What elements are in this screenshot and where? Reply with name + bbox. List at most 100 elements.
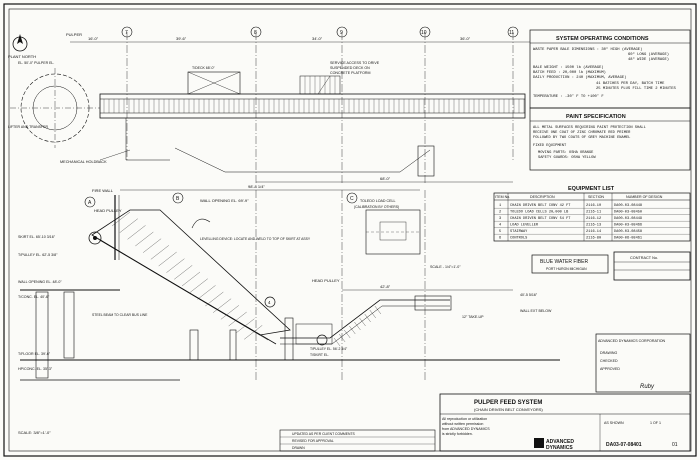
equipment-cell: 2116-80 <box>586 237 601 241</box>
drawing-number: DA03-07-08401 <box>606 442 642 448</box>
wall-opening-label: WALL OPENING EL. 69'-9" <box>200 198 249 203</box>
notice-line: from ADVANCED DYNAMICS <box>442 427 490 431</box>
svg-text:4: 4 <box>268 300 271 305</box>
grid-11: 11 <box>509 30 514 36</box>
take-up-label: 12" TAKE-UP <box>462 315 484 319</box>
equipment-cell: 4 <box>499 224 501 228</box>
pulper-elev-label: EL. 50'-0" PULPER EL. <box>18 61 54 65</box>
head-pulley-label: HEAD PULLEY <box>94 208 122 213</box>
condition-line: WASTE PAPER BALE DIMENSIONS : 30" HIGH (… <box>533 47 642 52</box>
grid-b: B <box>176 196 180 202</box>
plan-conveyor <box>99 93 526 119</box>
revision-number: 01 <box>672 442 678 448</box>
plan-view: PLANT NORTH PULPER EL. 50'-0" PULPER EL.… <box>8 26 530 185</box>
sheet-border <box>3 3 697 457</box>
service-access-label: SERVICE ACCESS TO DRIVE <box>330 61 380 65</box>
equipment-cell: LOAD LEVELLER <box>510 224 539 228</box>
grid-8: 8 <box>254 30 257 36</box>
dim-68: 68'-0" <box>380 176 391 181</box>
tail-drive-plan <box>417 145 435 177</box>
condition-line: TEMPERATURE : -30° F TO +100° F <box>533 94 604 99</box>
grid-7: 7 <box>125 30 128 36</box>
condition-line: BALE WEIGHT : 1500 lb (AVERAGE) <box>533 65 604 70</box>
head-pulley-2-label: HEAD PULLEY <box>312 278 340 283</box>
truss-member <box>364 313 371 323</box>
scale-value: AS SHOWN <box>604 421 624 425</box>
drawing-title: PULPER FEED SYSTEM <box>474 400 542 406</box>
conditions-title: SYSTEM OPERATING CONDITIONS <box>556 36 649 42</box>
equipment-cell: DA00-03-08466 <box>614 224 642 228</box>
grid-bubble-11 <box>507 26 519 38</box>
equipment-cell: 2116-13 <box>586 224 601 228</box>
notice-line: is strictly forbidden. <box>442 432 473 436</box>
equipment-cell: 2 <box>499 211 501 215</box>
stamp-company: ADVANCED DYNAMICS CORPORATION <box>598 339 666 343</box>
truss-member <box>220 305 239 320</box>
truss-member <box>369 309 376 319</box>
condition-line: 41 BATCHES PER DAY, BATCH TIME <box>596 82 665 86</box>
truss-member <box>174 265 193 280</box>
column-support-2 <box>229 329 237 361</box>
tail-pulley-label: T/PULLEY EL. 56'-2 3/4" <box>310 347 348 351</box>
column-support-3 <box>284 317 294 361</box>
truss-member <box>150 245 169 260</box>
pulper-label: PULPER <box>66 32 82 37</box>
sheet-value: 1 OF 1 <box>650 421 661 425</box>
equipment-table <box>493 192 691 242</box>
column-left <box>35 291 49 379</box>
equipment-title: EQUIPMENT LIST <box>568 186 615 192</box>
equipment-cell: 2116-10 <box>586 204 601 208</box>
column-support-1 <box>189 329 199 361</box>
contract-stamp <box>613 251 691 281</box>
customer-box <box>531 254 609 274</box>
approval-block <box>595 333 691 393</box>
paint-line: SAFETY GUARDS: OSHA YELLOW <box>538 156 596 160</box>
equipment-cell: 1 <box>499 204 501 208</box>
north-pointer-icon <box>17 34 23 44</box>
levelling-label: LEVELLING DEVICE: LOCATE AND WELD TO TOP… <box>200 237 311 241</box>
truss-member <box>111 211 131 227</box>
grid-bubble-a <box>84 196 96 208</box>
truss-member <box>236 318 255 333</box>
customer-location: PORT HURON MICHIGAN <box>546 267 587 271</box>
grid-bubble-10 <box>419 26 431 38</box>
customer-name: BLUE WATER FIBER <box>540 259 588 265</box>
grid-bubble-8 <box>250 26 262 38</box>
toledo-label: TOLEDO LOAD CELL <box>360 199 396 203</box>
company-name: ADVANCED <box>546 439 574 445</box>
equipment-cell: 2116-12 <box>586 217 601 221</box>
dim-39: 39'-6" <box>176 36 187 41</box>
grid-c: C <box>350 196 354 202</box>
head-pulley <box>88 231 102 245</box>
paint-box <box>529 107 691 171</box>
equipment-cell: CHAIN DRIVEN BELT CONV 42 FT <box>510 204 571 208</box>
tail-pulley <box>316 334 328 346</box>
equipment-cell: DA00-03-08449 <box>614 217 642 221</box>
truss-member <box>197 285 216 300</box>
revision-line: DRAWN <box>292 446 305 450</box>
scale-note-label: SCALE - 1/4"=1'-0" <box>430 265 461 269</box>
steel-beam-label: STEEL BEAM TO CLEAR BUS LINE <box>92 313 148 317</box>
truss-member <box>228 311 247 327</box>
leveller-callout <box>264 296 276 308</box>
equip-header: DESCRIPTION <box>530 195 555 199</box>
equip-header: SECTION <box>588 195 604 199</box>
revision-line: UPDATED AS PER CLIENT COMMENTS <box>292 432 356 436</box>
scale-bottom-label: SCALE: 3/8"=1'-0" <box>18 430 51 435</box>
dim-36-top: 36'-0" <box>460 36 471 41</box>
company-name-2: DYNAMICS <box>546 445 573 451</box>
truss-member <box>354 321 361 331</box>
upper-conveyor-hatch <box>111 211 263 340</box>
skirt-el-label: SKIRT EL. 65'-10 3/16" <box>18 235 56 239</box>
stamp-line: APPROVED <box>600 367 620 371</box>
fire-wall-label: FIRE WALL <box>92 188 114 193</box>
grid-bubble-9 <box>336 26 348 38</box>
paint-line: RECEIVE ONE COAT OF ZINC CHROMATE RED PR… <box>533 131 631 135</box>
equipment-cell: 2116-11 <box>586 211 601 215</box>
elevation-view: 4 A B C FIRE WALL HEAD PULLEY WALL OPENI… <box>18 184 560 435</box>
contract-label: CONTRACT No. <box>630 256 658 260</box>
truss-member <box>166 258 185 273</box>
grid-10: 10 <box>421 30 427 36</box>
stamp-line: CHECKED <box>600 359 618 363</box>
